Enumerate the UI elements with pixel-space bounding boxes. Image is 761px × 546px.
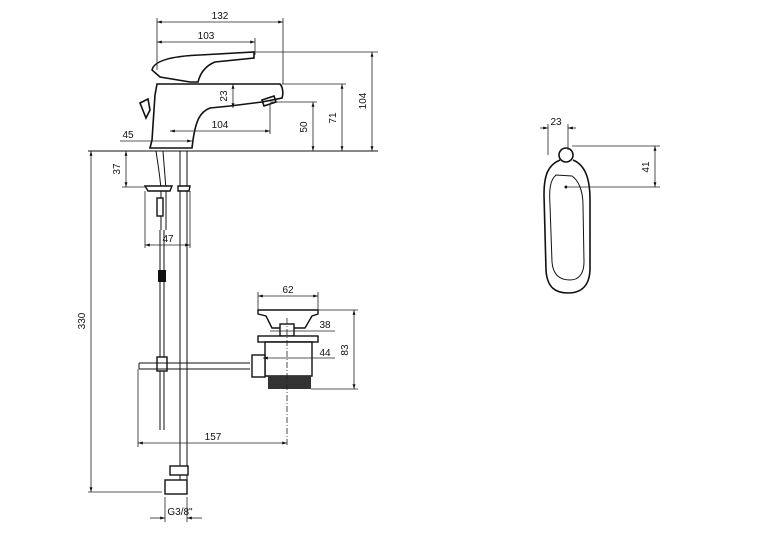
dimension-labels: 132 103 104 71 50 23 104 45 37 47 330 62… [77,11,369,518]
pop-up-waste [251,309,319,445]
dim-waste-inner: 38 [319,320,331,331]
dim-spout-thickness: 23 [219,90,230,102]
dim-rod-length: 157 [205,432,222,443]
dim-spout-reach: 132 [212,11,229,22]
dim-waste-body: 44 [319,348,331,359]
dim-hose-length: 330 [77,312,88,329]
dimension-lines [88,18,378,522]
dim-waste-flange: 62 [282,285,294,296]
dim-total-height: 104 [358,92,369,109]
dim-connection: G3/8" [167,507,193,518]
dim-base-diameter: 45 [122,130,134,141]
dim-knob-drop: 41 [641,161,652,173]
dim-waste-height: 83 [340,344,351,356]
dim-aerator-offset: 104 [212,120,229,131]
dim-shank-width: 47 [162,234,174,245]
dim-spout-height: 71 [328,112,339,124]
dim-aerator-height: 50 [299,121,310,133]
side-view: 23 41 [540,117,660,294]
dim-knob-width: 23 [550,117,562,128]
shank-and-hoses [138,150,250,495]
dim-deck-thickness: 37 [112,163,123,175]
faucet-body [138,51,284,149]
dim-lever-reach: 103 [198,31,215,42]
